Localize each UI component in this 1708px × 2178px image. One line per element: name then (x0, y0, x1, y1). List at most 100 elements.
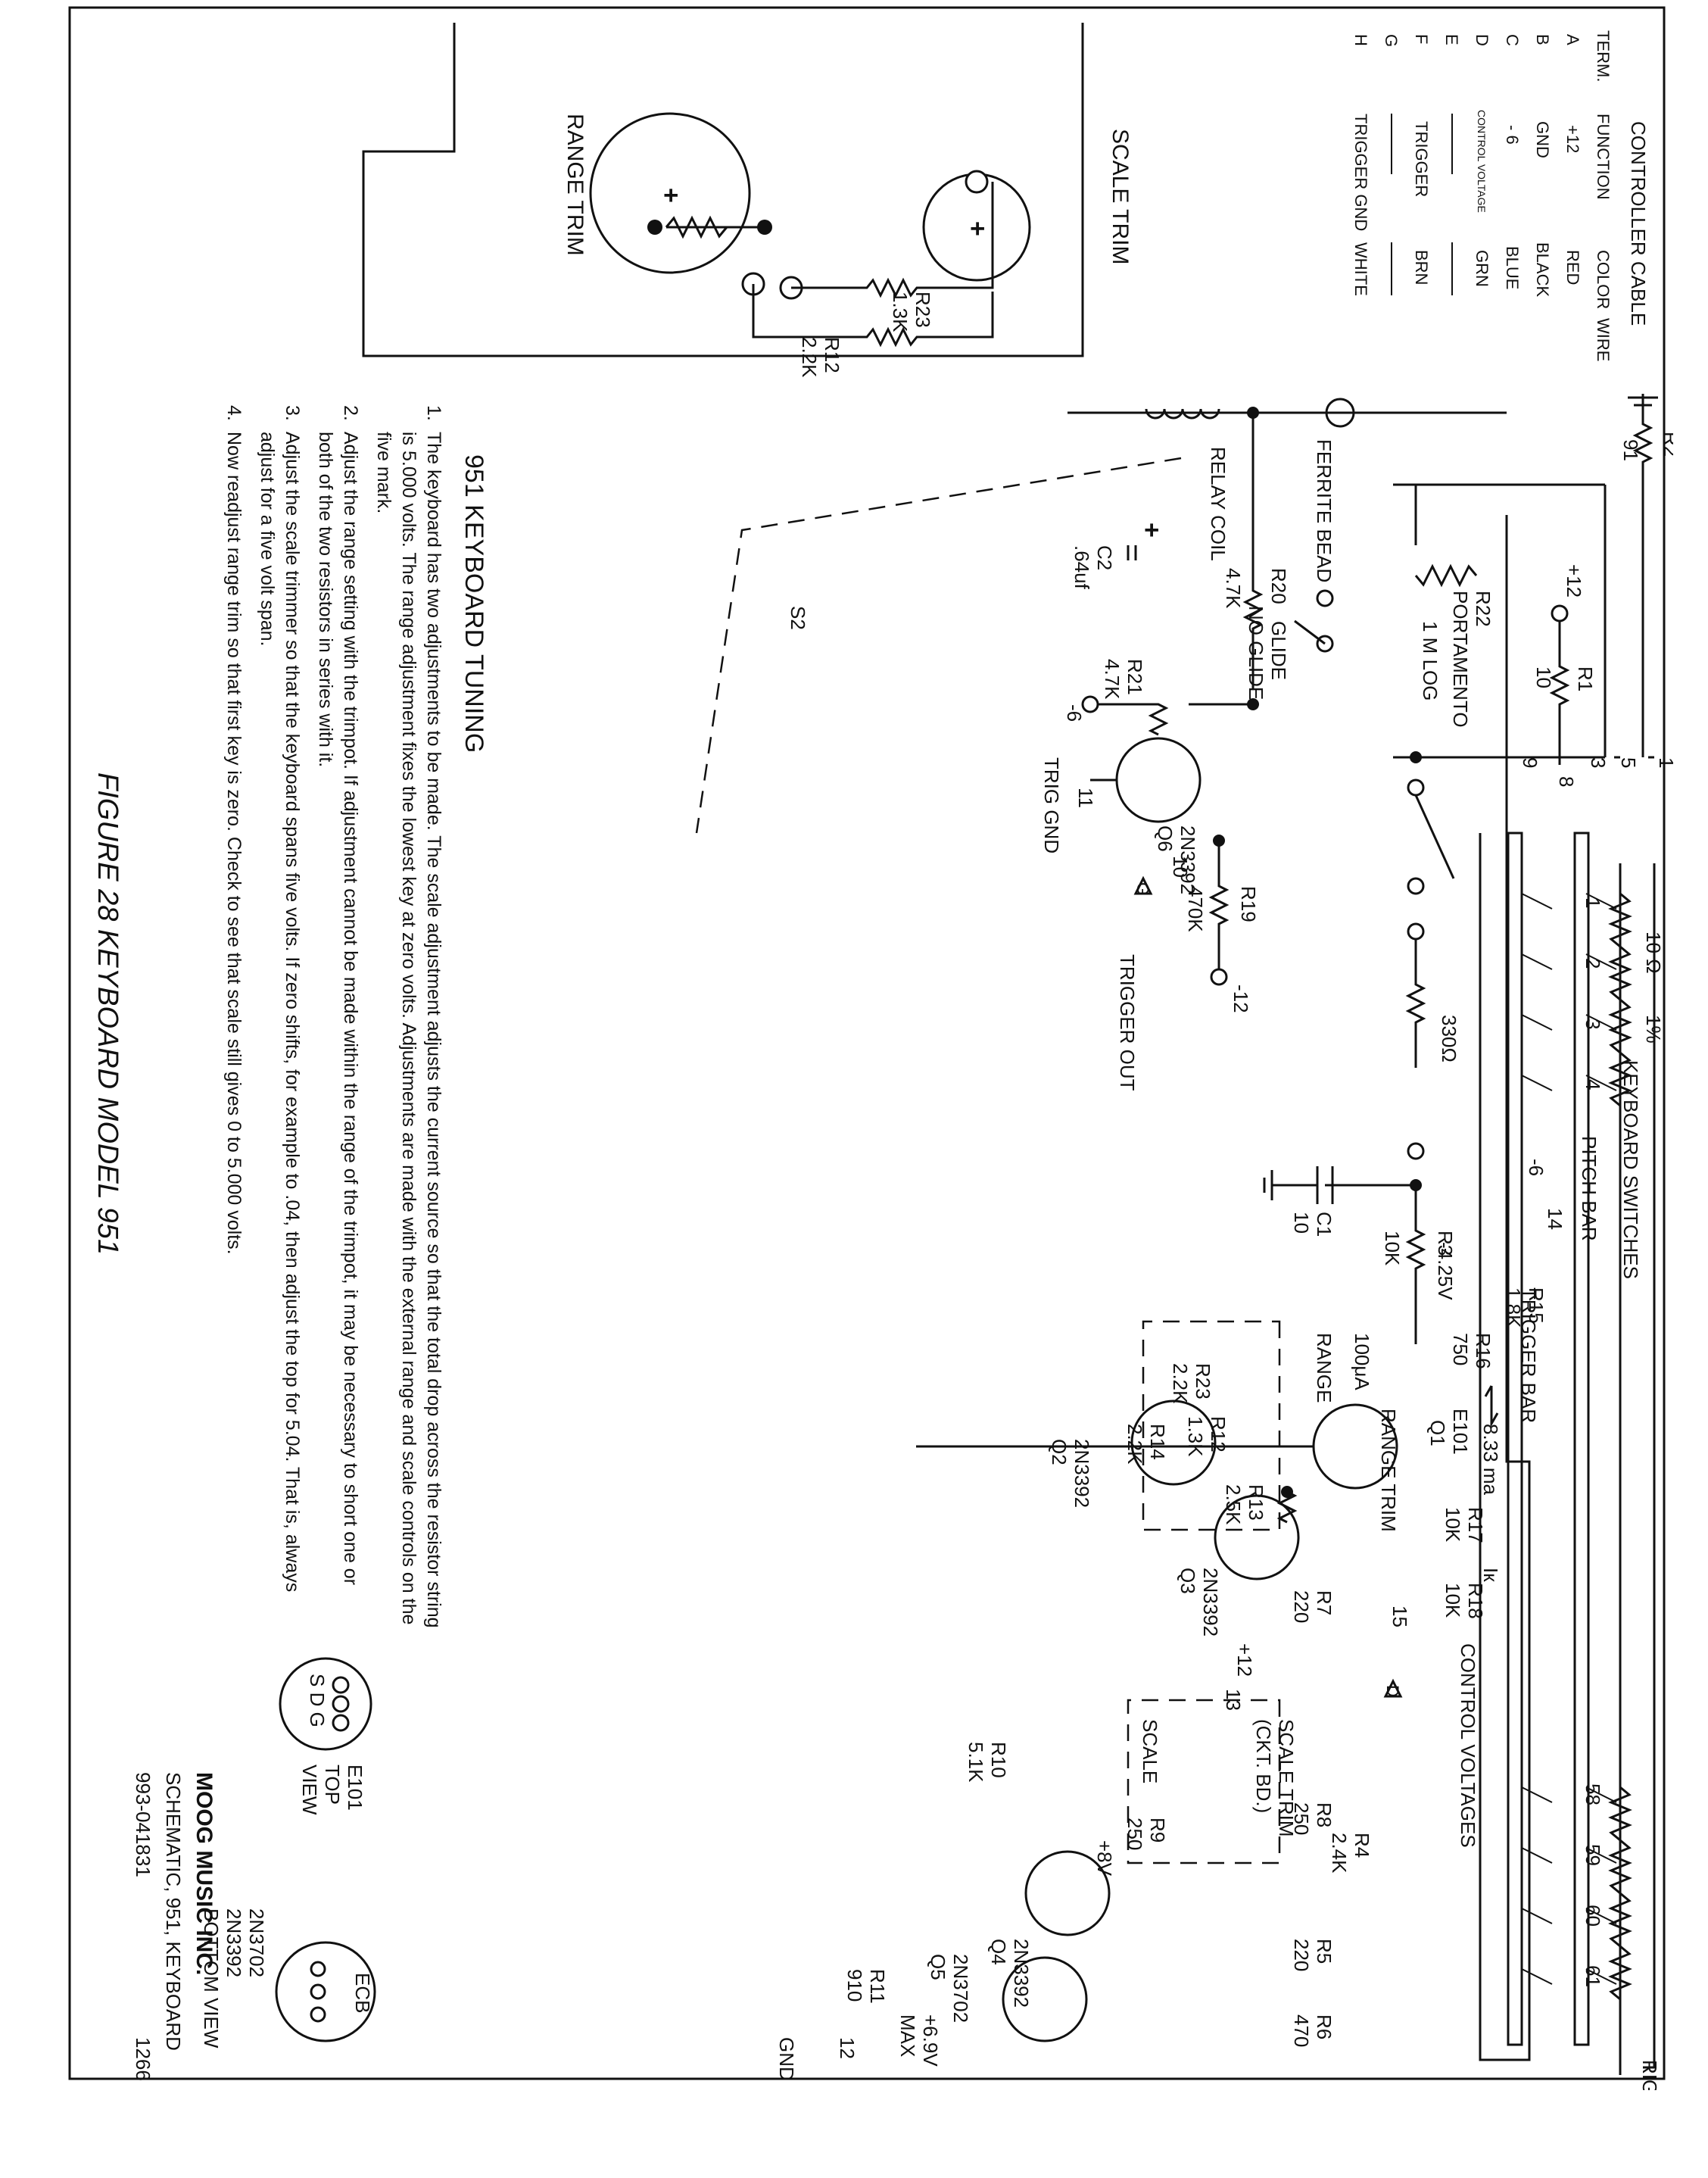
cable-color: RED (1563, 250, 1582, 285)
cable-color: WHITE (1351, 242, 1370, 296)
r22-value: 1 M LOG (1419, 621, 1442, 701)
r9-label: R9 (1146, 1818, 1169, 1843)
cable-function: CONTROL VOLTAGE (1476, 110, 1488, 213)
c2-label: C2 (1093, 545, 1116, 570)
q5-type: 2N3702 (949, 1954, 972, 2023)
relay-coil (1145, 408, 1220, 420)
r2-label: R2 (1660, 432, 1673, 457)
r23-main-label: R23 (1192, 1363, 1214, 1399)
r15-value: 1.8K (1502, 1287, 1525, 1328)
q3-transistor (1214, 1494, 1300, 1580)
r21-resistor (1098, 703, 1169, 736)
c2-value: .64uf (1071, 545, 1093, 590)
tuning-step-number: 2. (340, 405, 361, 421)
r17-label: R17 (1464, 1507, 1487, 1543)
r8-label: R8 (1313, 1802, 1336, 1827)
r17-value: 10K (1442, 1507, 1464, 1543)
r2-value: 91 (1619, 439, 1642, 461)
relay-label: RELAY COIL (1207, 447, 1230, 561)
r6-label: R6 (1313, 2014, 1336, 2039)
q4-transistor (1024, 1850, 1111, 1936)
r20-value: 4.7K (1222, 568, 1245, 609)
q4-label: Q4 (987, 1939, 1010, 1965)
tuning-heading: 951 KEYBOARD TUNING (460, 454, 488, 753)
cable-function: TRIGGER GND (1351, 114, 1370, 231)
figure-caption: FIGURE 28 KEYBOARD MODEL 951 (92, 772, 123, 1255)
relay-linkage (695, 457, 1182, 834)
cable-function: +12 (1563, 125, 1582, 153)
r19-value: 470K (1184, 886, 1207, 932)
r1-label: R1 (1574, 666, 1597, 691)
bottom-view: BOTTOM VIEW (200, 1908, 223, 2049)
key-switch-trigger-high (1521, 1786, 1553, 1985)
r23-value: 1.3K (889, 292, 912, 332)
cable-term: H (1351, 34, 1370, 46)
cable-term: G (1382, 34, 1401, 47)
cable-color: GRN (1473, 250, 1491, 287)
p12-label: +12 (1563, 564, 1585, 598)
trigger-section: FERRITE BEAD RELAY COIL S2 R20 4.7K C2 .… (695, 398, 1507, 1091)
minus6b-label: -6 (1525, 1159, 1547, 1176)
r22-pot (1414, 563, 1478, 588)
resistor-ohm: 10 Ω (1642, 931, 1665, 974)
r10-value: 5.1K (965, 1742, 987, 1783)
r22-label: R22 (1472, 591, 1494, 627)
tuning-step-number: 4. (223, 405, 245, 421)
noglide-label: NO GLIDE (1245, 606, 1267, 700)
r12-value: 2.2K (798, 337, 821, 378)
cable-table: CONTROLLER CABLE TERM. FUNCTION COLOR WI… (1351, 30, 1650, 361)
r12-label: R12 (821, 337, 843, 373)
g-label: G (1133, 882, 1152, 895)
cable-term: A (1563, 34, 1582, 45)
cable-header-color: COLOR (1594, 250, 1613, 309)
d-marker (1383, 1678, 1403, 1698)
ferrite-label: FERRITE BEAD (1313, 439, 1336, 582)
g-marker (1133, 875, 1153, 895)
r12-main-value: 1.3K (1184, 1416, 1207, 1457)
r330-resistor (1405, 939, 1426, 1068)
term-11: 11 (1074, 788, 1097, 808)
trig-gnd-label: TRIG GND (1040, 757, 1063, 853)
gnd-label: GND (775, 2037, 798, 2081)
term-5: 5 (1617, 757, 1640, 768)
input-section: R2 91 +12 R1 10 1 5 3 8 9 R22 PORTAMENTO… (1245, 394, 1673, 1344)
q2-label: Q2 (1048, 1439, 1071, 1465)
r15-label: R15 (1525, 1287, 1547, 1324)
ckt-label: (CKT. BD.) (1252, 1719, 1275, 1813)
q6-label: Q6 (1154, 825, 1177, 852)
scale-box (1127, 1699, 1281, 1864)
key-number: 61 (1582, 1965, 1604, 1987)
keyboard-switches-label: KEYBOARD SWITCHES (1619, 1060, 1642, 1279)
cable-color: BLACK (1533, 242, 1552, 297)
range-trim-pot (589, 112, 751, 274)
range-trim-element (665, 215, 728, 239)
tuning-step-line: five mark. (373, 432, 394, 513)
ik-label: Iк (1479, 1568, 1502, 1582)
trans-outline (275, 1941, 376, 2042)
tuning-step-line: Now readjust range trim so that first ke… (223, 432, 245, 1255)
r11-value: 910 (843, 1969, 866, 2002)
tuning-step-line: Adjust the scale trimmer so that the key… (282, 432, 303, 1592)
cable-term: D (1473, 34, 1491, 46)
key-number: 58 (1582, 1783, 1604, 1805)
current-label: 8.33 ma (1479, 1424, 1502, 1495)
r18-label: R18 (1464, 1583, 1487, 1619)
key-number: 4 (1582, 1079, 1604, 1090)
r7-value: 220 (1290, 1590, 1313, 1623)
term-10: 10 (1169, 856, 1192, 878)
cable-function: GND (1533, 121, 1552, 158)
r16-value: 750 (1449, 1333, 1472, 1365)
r23-label: R23 (912, 292, 934, 328)
cable-term: B (1533, 34, 1552, 45)
r13-label: R13 (1245, 1484, 1267, 1521)
e101-outline (279, 1657, 372, 1751)
trim-panel-outline (362, 23, 1084, 357)
tuning-step-line: adjust for a five volt span. (257, 432, 278, 646)
key-switch-trigger (1521, 893, 1553, 1091)
r22-name: PORTAMENTO (1449, 591, 1472, 728)
glide-label: GLIDE (1267, 621, 1290, 680)
scale-label: SCALE (1139, 1719, 1161, 1783)
pitch-resistor-string-right (1608, 1786, 1632, 2001)
cable-term: C (1503, 34, 1522, 46)
pitch-bar (1573, 832, 1590, 2046)
